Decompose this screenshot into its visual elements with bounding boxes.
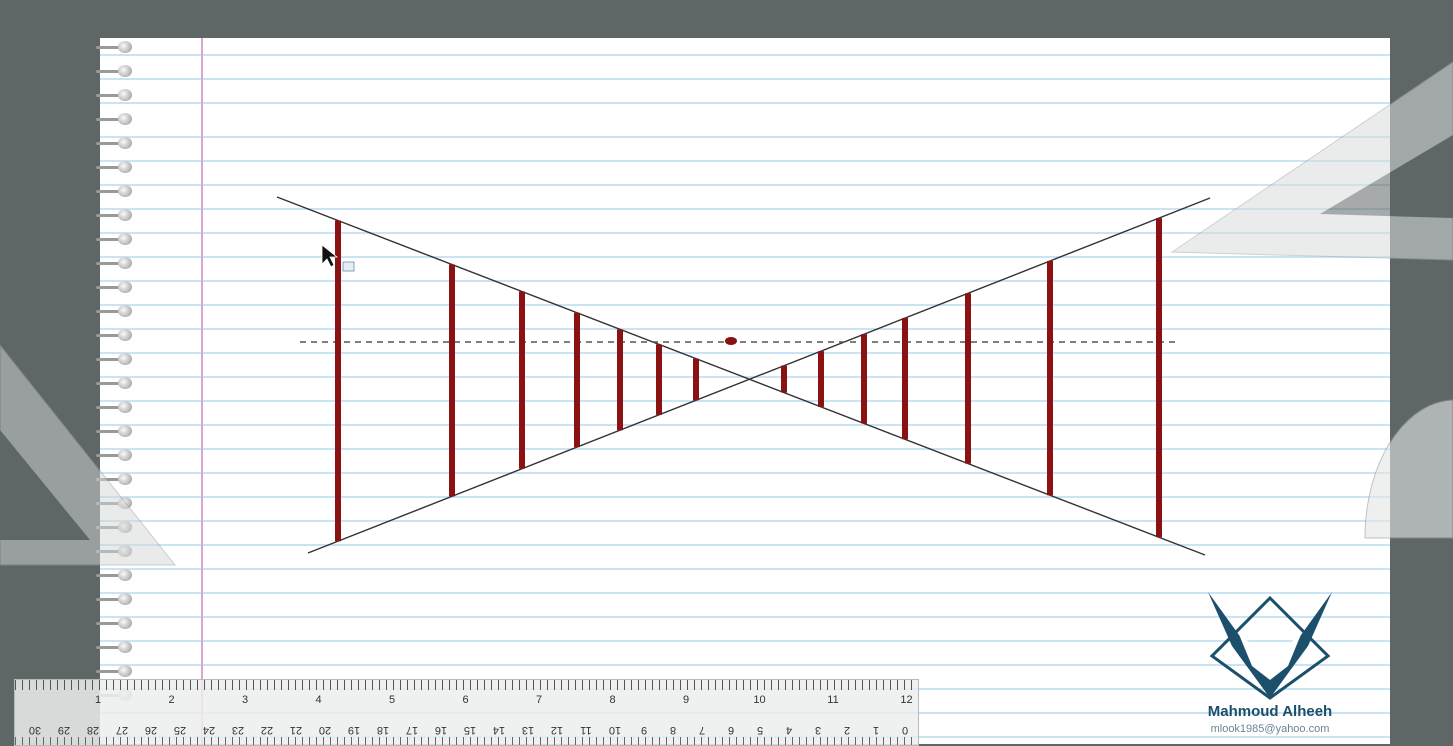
spiral-ring xyxy=(96,472,140,486)
spiral-ring xyxy=(96,568,140,582)
ruler-bottom-label: 28 xyxy=(86,724,100,736)
spiral-ring xyxy=(96,184,140,198)
logo-icon xyxy=(1208,592,1332,700)
spiral-ring xyxy=(96,448,140,462)
ruler-bottom-label: 17 xyxy=(405,724,419,736)
ruler-bottom-label: 0 xyxy=(901,724,909,736)
spiral-ring xyxy=(96,232,140,246)
ruler-bottom-label: 16 xyxy=(434,724,448,736)
ruler-top-label: 7 xyxy=(535,694,543,706)
ruler-top-label: 10 xyxy=(753,694,766,706)
set-square-icon xyxy=(1170,61,1453,261)
spiral-ring xyxy=(96,664,140,678)
ruler-bottom-label: 22 xyxy=(260,724,274,736)
ruler-bottom-label: 27 xyxy=(115,724,129,736)
ruler-bottom-label: 7 xyxy=(698,724,706,736)
ruler-top-label: 9 xyxy=(682,694,690,706)
spiral-ring xyxy=(96,376,140,390)
ruler-top-label: 1 xyxy=(94,694,102,706)
ruler-bottom-label: 23 xyxy=(231,724,245,736)
ruler-bottom-label: 11 xyxy=(580,724,592,736)
ruler-bottom-label: 29 xyxy=(57,724,71,736)
spiral-ring xyxy=(96,208,140,222)
spiral-ring xyxy=(96,640,140,654)
spiral-ring xyxy=(96,352,140,366)
ruler-bottom-label: 25 xyxy=(173,724,187,736)
protractor-icon xyxy=(1364,399,1453,539)
ruler-top-label: 2 xyxy=(168,694,175,706)
ruler-top-label: 5 xyxy=(388,694,396,706)
logo-email: mlook1985@yahoo.com xyxy=(1210,723,1330,735)
ruler-bottom-label: 26 xyxy=(144,724,158,736)
ruler-top-label: 3 xyxy=(241,694,249,706)
ruler-bottom-label: 5 xyxy=(756,724,764,736)
spiral-ring xyxy=(96,112,140,126)
ruler-bottom-ticks xyxy=(15,737,918,745)
spiral-ring xyxy=(96,400,140,414)
mouse-cursor-icon xyxy=(321,244,355,272)
ruler-bottom-label: 1 xyxy=(872,724,880,736)
spiral-ring xyxy=(96,328,140,342)
perspective-line-2 xyxy=(307,197,1211,554)
ruler-bottom-label: 13 xyxy=(521,724,535,736)
perspective-line-1 xyxy=(276,196,1206,556)
ruler-top-label: 4 xyxy=(315,694,322,706)
ruler-bottom-label: 9 xyxy=(640,724,648,736)
ruler-bottom-label: 24 xyxy=(202,724,216,736)
spiral-ring xyxy=(96,616,140,630)
margin-line xyxy=(201,38,203,744)
spiral-ring xyxy=(96,256,140,270)
ruler-bottom-label: 15 xyxy=(463,724,477,736)
ruler-top-ticks xyxy=(15,680,918,690)
ruler-bottom-label: 21 xyxy=(289,724,303,736)
spiral-ring xyxy=(96,136,140,150)
logo-name: Mahmoud Alheeh xyxy=(1207,703,1333,720)
spiral-ring xyxy=(96,64,140,78)
spiral-ring xyxy=(96,592,140,606)
spiral-binding-icon xyxy=(96,40,140,730)
set-square-left-icon xyxy=(0,344,177,566)
ruler-bottom-label: 19 xyxy=(347,724,361,736)
spiral-ring xyxy=(96,424,140,438)
ruler-bottom-label: 2 xyxy=(843,724,851,736)
ruler-top-label: 6 xyxy=(462,694,469,706)
notebook-paper xyxy=(100,38,1390,744)
spiral-ring xyxy=(96,304,140,318)
ruler-top-label: 8 xyxy=(609,694,616,706)
ruler-bottom-label: 6 xyxy=(727,724,735,736)
ruler-bottom-label: 10 xyxy=(608,724,622,736)
ruler-bottom-label: 20 xyxy=(318,724,332,736)
ruler-bottom-label: 4 xyxy=(785,724,793,736)
spiral-ring xyxy=(96,160,140,174)
vanishing-point xyxy=(725,337,737,345)
vertical-bars xyxy=(335,218,1162,542)
ruler-bottom-label: 14 xyxy=(492,724,506,736)
spiral-ring xyxy=(96,280,140,294)
spiral-ring xyxy=(96,88,140,102)
ruler-top-label: 12 xyxy=(900,694,913,706)
ruler-bottom-label: 12 xyxy=(550,724,564,736)
spiral-ring xyxy=(96,40,140,54)
ruler-bottom-label: 18 xyxy=(376,724,390,736)
ruler-bottom-label: 8 xyxy=(669,724,677,736)
ruler-top-label: 11 xyxy=(827,694,839,706)
ruler-bottom-label: 30 xyxy=(28,724,42,736)
ruler-bottom-label: 3 xyxy=(814,724,822,736)
